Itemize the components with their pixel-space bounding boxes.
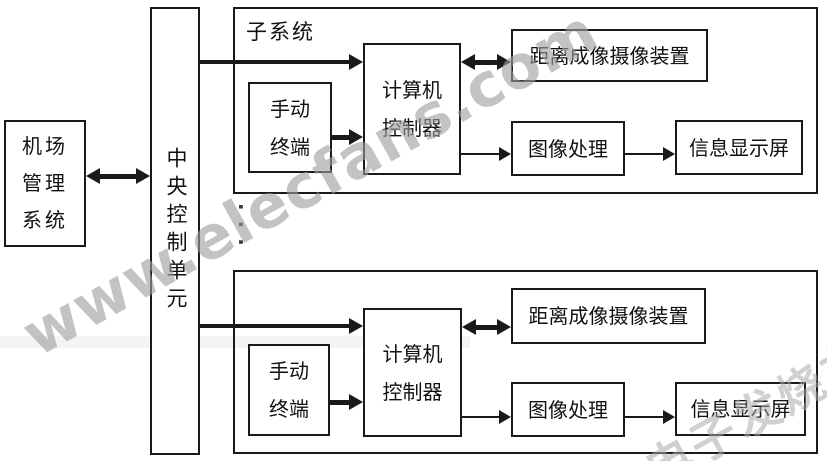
connector-imageprocessing-to-display-bottom [625,409,675,425]
arrowhead-right-icon [499,147,511,161]
connector-controller-camera-bidirectional-top [461,53,511,71]
node-manual-terminal-top: 手动 终端 [248,82,332,173]
arrowhead-right-icon [497,319,511,335]
node-airport-management-system: 机场 管理 系统 [4,120,86,247]
connector-controller-to-imageprocessing-top [461,146,511,162]
node-label-line: 终端 [269,397,309,421]
node-label-line: 控制器 [382,379,443,404]
arrowhead-right-icon [349,129,363,145]
scan-artifact-band [0,336,470,348]
node-label-line: 系统 [22,208,68,232]
connector-imageprocessing-to-display-top [625,146,675,162]
subsystem-tag: 子系统 [246,20,315,44]
node-computer-controller-top: 计算机 控制器 [363,43,461,175]
node-label-line: 计算机 [382,341,443,366]
connector-controller-to-imageprocessing-bottom [462,409,511,425]
node-range-imaging-camera-bottom: 距离成像摄像装置 [511,288,706,344]
arrowhead-left-icon [462,319,476,335]
node-label: 中央控制单元 [163,147,188,315]
arrowhead-right-icon [499,410,511,424]
node-label: 信息显示屏 [689,135,789,160]
node-label: 图像处理 [528,397,608,422]
arrowhead-right-icon [349,54,363,70]
node-label: 距离成像摄像装置 [528,304,689,328]
more-subsystems-ellipsis: ··· [229,203,253,256]
connector-central-to-controller-top [200,53,363,71]
node-label: 距离成像摄像装置 [529,43,690,68]
node-image-processing-top: 图像处理 [511,121,625,176]
arrowhead-right-icon [663,147,675,161]
node-label: 信息显示屏 [690,397,791,421]
arrowhead-right-icon [349,394,363,410]
node-label-line: 控制器 [382,116,442,140]
node-info-display-bottom: 信息显示屏 [675,382,806,436]
node-manual-terminal-bottom: 手动 终端 [248,344,330,436]
arrowhead-left-icon [461,54,475,70]
connector-manual-to-controller-bottom [330,393,363,411]
connector-central-to-controller-bottom [200,317,363,335]
node-computer-controller-bottom: 计算机 控制器 [363,308,462,437]
node-label-line: 手动 [270,96,310,121]
connector-manual-to-controller-top [332,128,363,146]
node-label-line: 管理 [22,171,68,195]
arrowhead-right-icon [349,318,363,334]
connector-controller-camera-bidirectional-bottom [462,318,511,336]
node-label: 图像处理 [528,136,608,161]
arrowhead-left-icon [86,168,100,184]
node-label-line: 手动 [269,359,309,383]
subsystem-frame-bottom [233,270,818,454]
arrowhead-right-icon [663,410,675,424]
arrowhead-right-icon [136,168,150,184]
node-image-processing-bottom: 图像处理 [511,382,625,437]
node-central-control-unit: 中央控制单元 [150,7,200,455]
node-label-line: 机场 [22,134,68,158]
node-label-line: 计算机 [382,78,442,102]
arrowhead-right-icon [497,54,511,70]
node-label-line: 终端 [270,134,310,159]
subsystem-frame-top [233,7,818,194]
connector-airport-central-bidirectional [86,167,150,185]
node-info-display-top: 信息显示屏 [675,120,803,175]
node-range-imaging-camera-top: 距离成像摄像装置 [511,29,708,82]
